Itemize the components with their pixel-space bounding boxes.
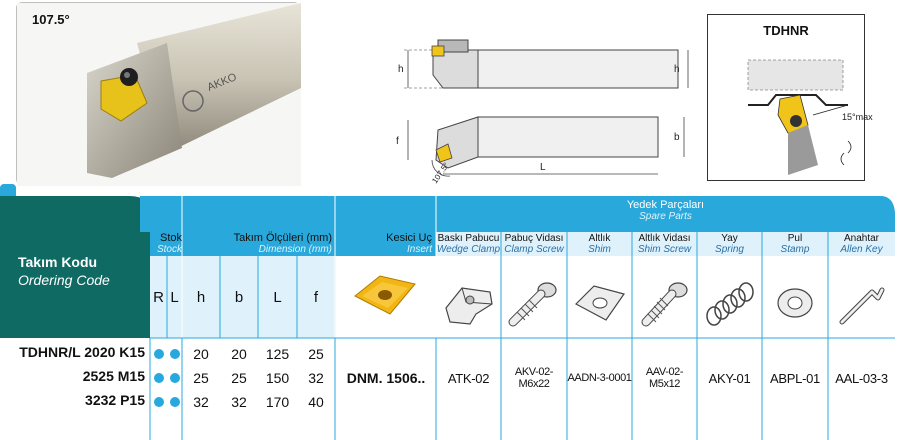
- wedge-clamp-icon: [445, 287, 493, 325]
- dims-en: Dimension (mm): [258, 244, 332, 255]
- tool-photo: AKKO: [16, 2, 301, 186]
- dim-f-row-3: 40: [308, 394, 324, 410]
- spare-col-shim-screw: Altlık Vidası Shim Screw: [632, 232, 697, 256]
- spare-tr: Yedek Parçaları: [626, 199, 705, 211]
- spare-col-stamp: Pul Stamp: [762, 232, 828, 256]
- stock-R-row-1: [150, 347, 167, 361]
- col-header-f: f: [313, 288, 319, 306]
- col-header-L: L: [273, 288, 282, 306]
- stock-L-row-1: [167, 347, 182, 361]
- part-shim: AADN-3-0001: [567, 372, 632, 384]
- insert-en: Insert: [406, 244, 432, 255]
- max-angle-label: 15°max: [842, 112, 873, 122]
- clamp-screw-icon: [508, 282, 557, 327]
- insert-tr: Kesici Uç: [386, 232, 432, 244]
- col-header-R: R: [153, 288, 164, 306]
- stock-L-row-3: [167, 395, 182, 409]
- stamp-washer-icon: [777, 288, 813, 318]
- spare-col-label-tr: Anahtar: [843, 233, 880, 244]
- col-header-b: b: [234, 288, 244, 306]
- spare-col-label-en: Clamp Screw: [504, 244, 564, 255]
- spring-icon: [706, 282, 754, 326]
- spare-col-label-en: Stamp: [780, 244, 810, 255]
- in-stock-dot: [169, 349, 180, 359]
- shim-screw-icon: [641, 282, 688, 327]
- spare-col-label-en: Shim: [588, 244, 611, 255]
- spare-col-label-tr: Altlık Vidası: [638, 233, 691, 244]
- part-spring: AKY-01: [708, 370, 751, 386]
- insert-header: Kesici Uç Insert: [336, 232, 432, 256]
- ordering-code-tr: Takım Kodu: [18, 254, 98, 270]
- tool-holder-photo: AKKO: [17, 3, 301, 186]
- dim-f-row-2: 32: [308, 370, 324, 386]
- spare-en: Spare Parts: [639, 211, 692, 222]
- ordering-code-row-1: TDHNR/L 2020 K15: [19, 344, 145, 360]
- stock-tr: Stok: [159, 232, 182, 244]
- stock-L-row-2: [167, 371, 182, 385]
- dimensions-header: Takım Ölçüleri (mm) Dimension (mm): [186, 232, 332, 256]
- stock-R-row-2: [150, 371, 167, 385]
- insert-code: DNM. 1506..: [346, 370, 426, 386]
- dim-b-row-2: 25: [231, 370, 247, 386]
- dim-h-row-1: 20: [193, 346, 209, 362]
- in-stock-dot: [153, 373, 164, 383]
- dim-b-row-1: 20: [231, 346, 247, 362]
- dim-h-row-3: 32: [193, 394, 209, 410]
- part-wedge-clamp: ATK-02: [447, 370, 490, 386]
- col-header-L-stock: L: [170, 288, 179, 306]
- spare-col-label-tr: Yay: [721, 233, 738, 244]
- part-stamp: ABPL-01: [770, 370, 820, 386]
- dimension-drawing: h h f b L 107.5°: [388, 20, 698, 188]
- h-dimension-right: h: [674, 64, 680, 75]
- part-shim-screw: AAV-02-M5x12: [645, 366, 684, 390]
- f-dimension: f: [396, 136, 399, 147]
- b-dimension: b: [674, 132, 680, 143]
- spare-col-label-tr: Pabuç Vidası: [504, 233, 564, 244]
- insert-icon: [354, 275, 416, 315]
- spare-col-label-tr: Baskı Pabucu: [437, 233, 500, 244]
- spare-col-label-en: Spring: [715, 244, 744, 255]
- ordering-code-header: Takım Kodu Ordering Code: [18, 254, 110, 288]
- spare-col-shim: Altlık Shim: [567, 232, 632, 256]
- dim-L-row-3: 170: [265, 394, 290, 410]
- dim-f-row-1: 25: [308, 346, 324, 362]
- dim-b-row-3: 32: [231, 394, 247, 410]
- spare-col-wedge-clamp: Baskı Pabucu Wedge Clamp: [436, 232, 501, 256]
- ordering-code-row-3: 3232 P15: [85, 392, 145, 408]
- in-stock-dot: [153, 349, 164, 359]
- dim-L-row-2: 150: [265, 370, 290, 386]
- in-stock-dot: [169, 397, 180, 407]
- drawing-angle-label: 107.5°: [430, 161, 451, 185]
- spare-col-label-en: Shim Screw: [637, 244, 692, 255]
- spare-col-label-tr: Altlık: [588, 233, 611, 244]
- photo-angle-label: 107.5°: [32, 12, 70, 27]
- part-allen-key: AAL-03-3: [835, 370, 888, 386]
- dims-tr: Takım Ölçüleri (mm): [233, 232, 332, 244]
- tdhnr-detail-box: TDHNR 15°max: [707, 14, 873, 181]
- spare-col-spring: Yay Spring: [697, 232, 762, 256]
- ordering-code-row-2: 2525 M15: [82, 368, 145, 384]
- h-dimension-left: h: [398, 64, 404, 75]
- spare-parts-header: Yedek Parçaları Spare Parts: [436, 198, 895, 224]
- spare-col-label-tr: Pul: [787, 233, 803, 244]
- L-dimension: L: [540, 162, 546, 173]
- spare-col-label-en: Wedge Clamp: [436, 244, 501, 255]
- stock-R-row-3: [150, 395, 167, 409]
- part-clamp-screw: AKV-02-M6x22: [514, 366, 554, 390]
- in-stock-dot: [169, 373, 180, 383]
- in-stock-dot: [153, 397, 164, 407]
- spare-col-clamp-screw: Pabuç Vidası Clamp Screw: [501, 232, 567, 256]
- shim-icon: [575, 285, 625, 321]
- stock-en: Stock: [156, 244, 182, 255]
- detail-title: TDHNR: [763, 23, 809, 38]
- dim-L-row-1: 125: [265, 346, 290, 362]
- spare-col-allen-key: Anahtar Allen Key: [828, 232, 895, 256]
- table-background: [0, 196, 895, 440]
- allen-key-icon: [839, 287, 885, 325]
- stock-header: Stok Stock: [150, 232, 182, 256]
- ordering-code-en: Ordering Code: [18, 272, 110, 288]
- dim-h-row-2: 25: [193, 370, 209, 386]
- col-header-h: h: [196, 288, 206, 306]
- spare-col-label-en: Allen Key: [840, 244, 883, 255]
